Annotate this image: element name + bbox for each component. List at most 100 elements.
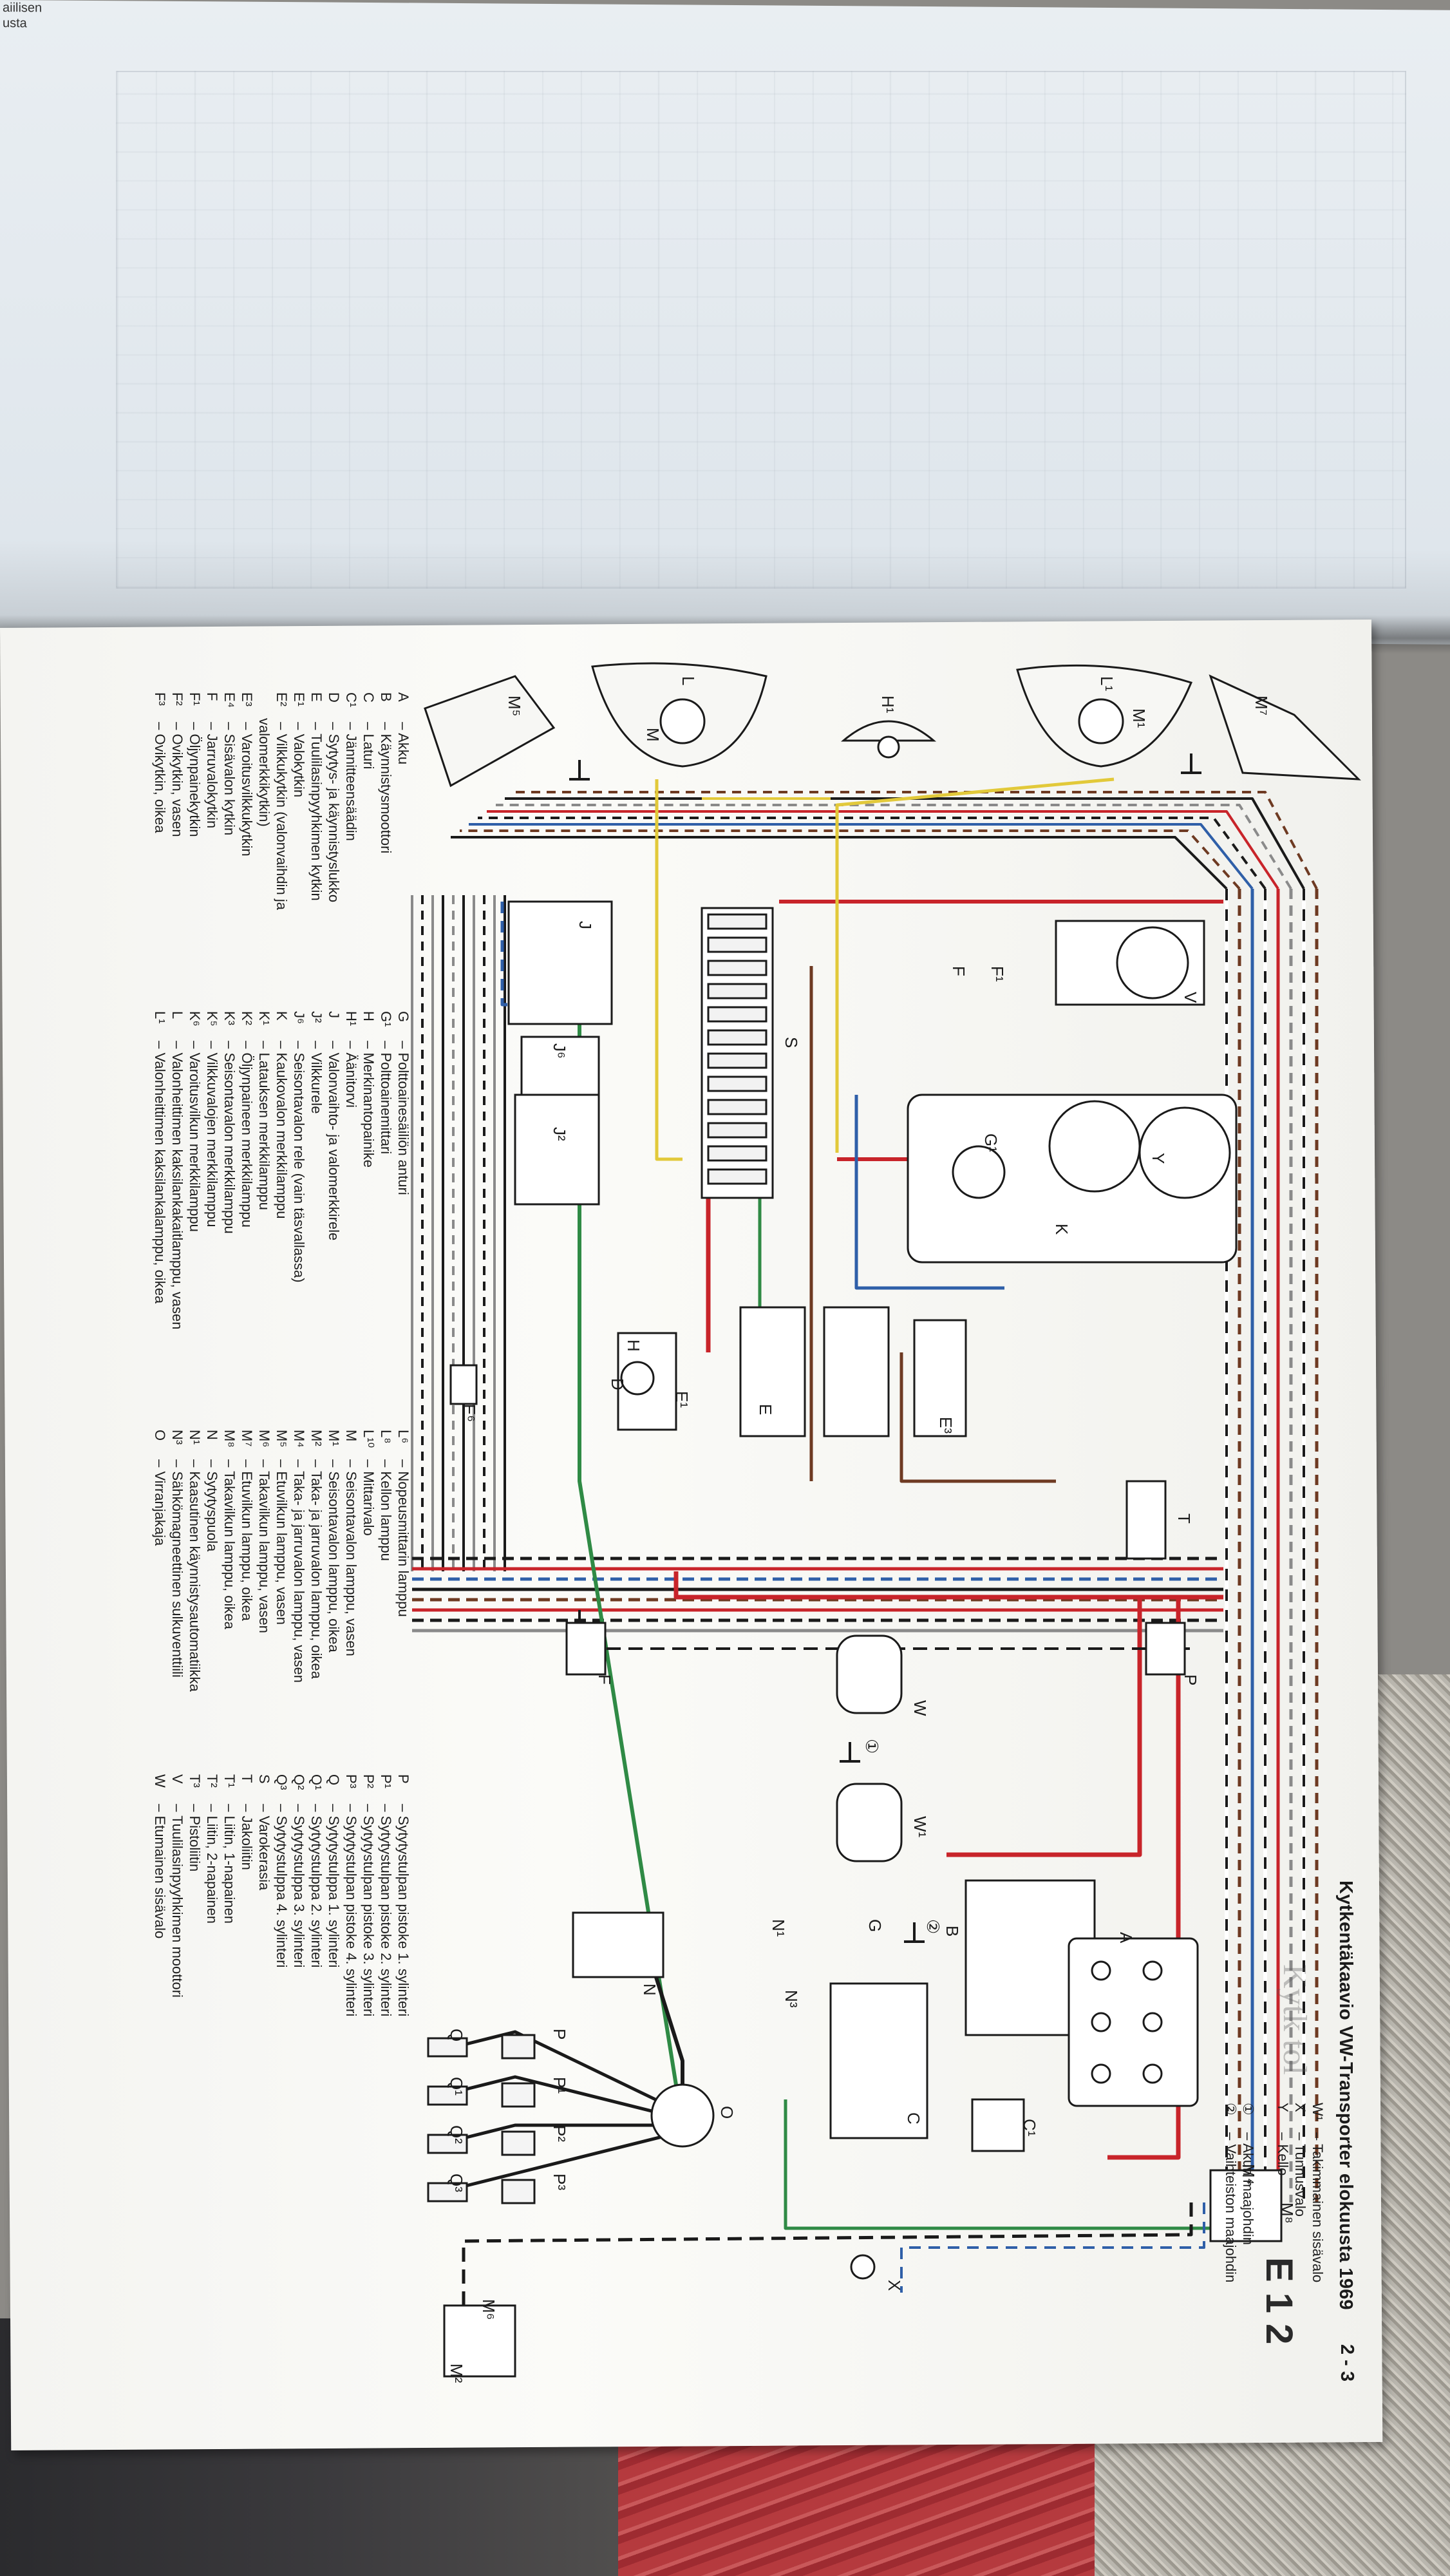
legend-text: – Takimmainen sisävalo	[1310, 2128, 1326, 2283]
spark-plug	[427, 2182, 468, 2202]
legend-entry: L¹ – Valonheittimen kaksilankalamppu, oi…	[151, 1011, 169, 1330]
legend-text: – Liitin, 1-napainen	[221, 1800, 238, 1924]
label-b: B	[943, 1926, 962, 1937]
hazard-switch	[913, 1319, 967, 1437]
parking-light-relay	[520, 1036, 600, 1103]
licence-plate-lamp	[850, 2254, 876, 2280]
legend-entry: J² – Vilkkurele	[308, 1011, 325, 1330]
label-j: J	[576, 921, 595, 929]
legend-code: F³	[152, 692, 168, 706]
headlamp-wire	[655, 779, 683, 1161]
legend-code: T²	[204, 1774, 220, 1788]
legend-code: L⁶	[395, 1430, 411, 1444]
headlamp-bulb-left	[659, 698, 706, 744]
legend-code: J⁶	[291, 1011, 307, 1025]
legend-text: – Laturi	[361, 718, 377, 770]
legend-entry: E² – Vilkkukytkin (valonvaihdin ja	[273, 692, 290, 910]
label-d: D	[608, 1378, 627, 1390]
label-l1: L¹	[1097, 676, 1116, 691]
legend-entry	[1257, 2103, 1274, 2282]
legend-text: – Sytytystulppa 4. sylinteri	[274, 1800, 290, 1968]
legend-entry: G – Polttoainesäiliön anturi	[395, 1011, 412, 1330]
wire-harness	[411, 777, 1319, 2331]
legend-entry: L¹⁰ – Mittarivalo	[360, 1430, 377, 1692]
ignition-wire	[784, 2099, 1223, 2230]
fuse	[707, 1145, 767, 1162]
legend-text: – Kellon lamppu	[378, 1455, 394, 1561]
legend-text: – Tuulilasinpyyhkimen moottori	[169, 1800, 185, 1998]
label-q2: Q²	[447, 2125, 466, 2144]
legend-entry: H¹ – Äänitorvi	[343, 1011, 360, 1330]
legend-text: – Sytytystulpan pistoke 4. sylinteri	[343, 1800, 359, 2017]
legend-text: valomerkkikytkin)	[256, 718, 272, 827]
legend-text: – Takavilkun lamppu, oikea	[221, 1455, 238, 1629]
legend-entry: J⁶ – Seisontavalon rele (vain täsvallass…	[290, 1011, 308, 1330]
fuse	[707, 1006, 767, 1023]
legend-entry: F³ – Ovikytkin, oikea	[151, 692, 169, 910]
legend-code: A	[395, 692, 411, 702]
rear-interior-lamp	[836, 1783, 903, 1862]
legend-code: X	[1292, 2103, 1308, 2112]
legend-text: – Sytytystulpan pistoke 2. sylinteri	[378, 1800, 394, 2017]
fuse	[707, 1052, 767, 1069]
legend-code: L	[169, 1011, 185, 1019]
rear-lamp-harness	[900, 2202, 1205, 2293]
legend-text: – Kaasutinen käynnistysautomatiikka	[187, 1455, 203, 1692]
front-indicator-lamp-right	[1209, 674, 1361, 781]
label-x: X	[885, 2280, 904, 2291]
legend-text: – Varokerasia	[256, 1800, 272, 1891]
legend-code: H¹	[343, 1011, 359, 1027]
legend-text: – Takavilkun lamppu, vasen	[256, 1455, 272, 1633]
legend-entry: E³ – Varoitusvilkkukytkin	[238, 692, 256, 910]
label-v: V	[1181, 992, 1200, 1003]
legend-entry: P¹ – Sytytystulpan pistoke 2. sylinteri	[377, 1774, 395, 2016]
rear-lamp-left	[443, 2304, 516, 2378]
legend-code: N³	[169, 1430, 185, 1445]
legend-text: – Jakoliitin	[239, 1800, 255, 1870]
legend-code: P²	[361, 1774, 377, 1788]
legend-code: T³	[187, 1774, 203, 1788]
legend-text: – Seisontavalon lamppu, oikea	[326, 1455, 342, 1653]
legend-text: – Sähkömagneettinen sulkuventtiili	[169, 1455, 185, 1678]
legend-entry: M⁴ – Taka- ja jarruvalon lamppu, vasen	[290, 1430, 308, 1692]
legend-code: ①	[1240, 2103, 1256, 2116]
front-interior-lamp	[836, 1634, 903, 1714]
label-q3: Q³	[447, 2174, 466, 2192]
label-m: M	[643, 728, 663, 742]
diagram-components	[424, 662, 1361, 2378]
legend-entry: ① – Akun maajohdin	[1239, 2103, 1257, 2282]
legend-code: E	[308, 692, 325, 702]
label-m2: M²	[447, 2363, 466, 2383]
spark-plug-connector	[501, 2082, 536, 2108]
distributor	[650, 2083, 715, 2148]
legend-code: F	[204, 692, 220, 701]
label-c: C	[904, 2112, 923, 2125]
legend-code: O	[152, 1430, 168, 1441]
legend-code: M⁸	[221, 1430, 238, 1448]
legend-text: – Taka- ja jarruvalon lamppu, vasen	[291, 1455, 307, 1683]
legend-entry: Q – Sytytystulppa 1. sylinteri	[325, 1774, 343, 2016]
legend-text: – Äänitorvi	[343, 1037, 359, 1108]
label-n1: N¹	[769, 1919, 788, 1937]
label-j2: J²	[550, 1127, 569, 1141]
legend-entry: V – Tuulilasinpyyhkimen moottori	[169, 1774, 186, 2016]
legend-text: – Etuvilkun lamppu, oikea	[239, 1455, 255, 1621]
legend-text: – Sytytystulppa 2. sylinteri	[308, 1800, 325, 1968]
horn	[840, 720, 937, 742]
legend-entry: T – Jakoliitin	[238, 1774, 256, 2016]
legend-entry: G¹ – Polttoainemittari	[377, 1011, 395, 1330]
legend-code: E⁴	[221, 692, 238, 708]
legend-code: L¹⁰	[361, 1430, 377, 1448]
label-s: S	[782, 1037, 801, 1048]
ground-wire	[899, 1352, 1056, 1483]
legend-entry: L⁶ – Nopeusmittarin lamppu	[395, 1430, 412, 1692]
legend-entry: F¹ – Öljynpainekytkin	[186, 692, 203, 910]
label-ground1: ①	[862, 1739, 881, 1754]
label-c1: C¹	[1020, 2119, 1039, 2137]
legend-code: J	[326, 1011, 342, 1018]
legend-code: T	[239, 1774, 255, 1783]
label-n: N	[640, 1984, 659, 1996]
legend-entry: M⁵ – Etuvilkun lamppu, vasen	[273, 1430, 290, 1692]
